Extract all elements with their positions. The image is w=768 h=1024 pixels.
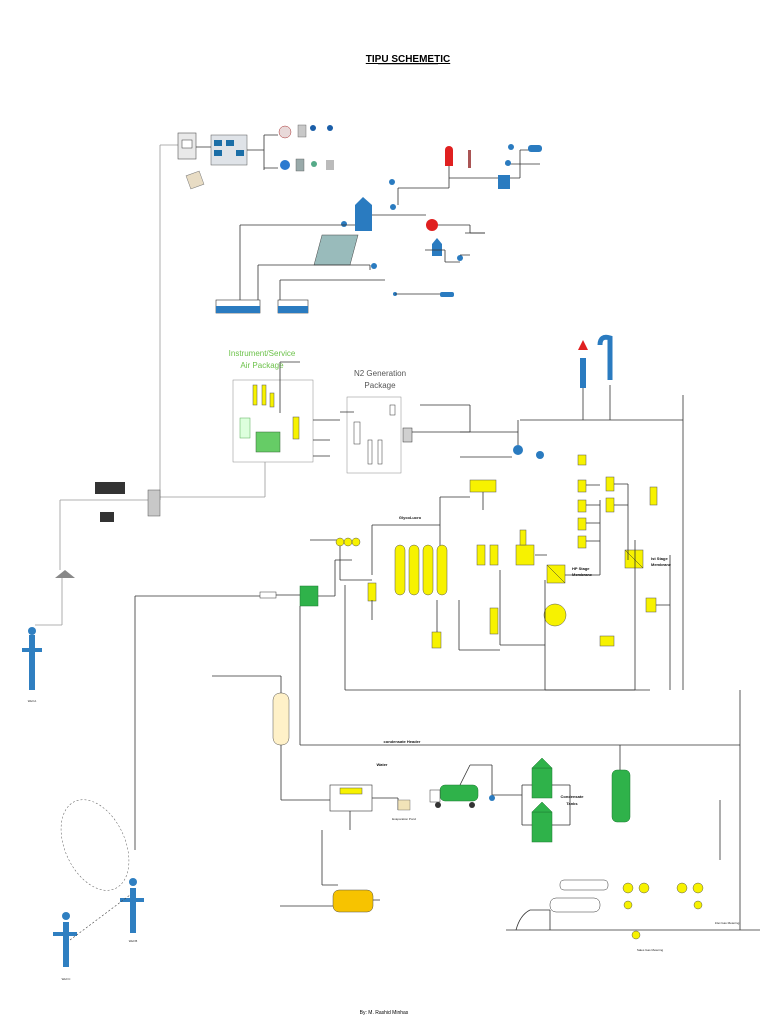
inlet-meter-label: Inlet Gas Metering — [715, 921, 740, 925]
gas-processing: GlycoLucro HP Stage Membrane Ist Stage M… — [134, 454, 672, 850]
glycol-label: GlycoLucro — [399, 515, 422, 520]
condensate-truck-icon — [439, 784, 479, 802]
metering-section: Sales Gas Metering Inlet Gas Metering — [506, 690, 760, 952]
wellheads: Well A Well B Well C — [22, 482, 161, 981]
well-c-label: Well C — [62, 977, 72, 981]
evap-pond-label: Evaporation Pond — [392, 817, 416, 821]
wellhead-b: Well B — [120, 878, 144, 943]
n2-generation-package: N2 Generation Package — [340, 369, 471, 474]
notebook-icon — [185, 170, 205, 190]
air-package-title: Instrument/Service — [229, 349, 296, 358]
condensate-drum-icon — [332, 889, 374, 913]
wellhead-c: Well C — [53, 912, 77, 981]
page-title: TIPU SCHEMETIC — [366, 54, 450, 65]
server-rack-icon — [147, 489, 161, 517]
inlet-separator-icon — [299, 585, 319, 607]
condensate-tank-2 — [531, 811, 553, 843]
condensate-header-label: condensate Header — [384, 739, 421, 744]
filter-bank-icon — [313, 234, 359, 266]
pump-icon — [426, 219, 438, 231]
hp-membrane-label-2: Membrane — [572, 572, 593, 577]
author-credit: By: M. Rashid Minhas — [360, 1010, 409, 1016]
n2-package-title: N2 Generation — [354, 369, 406, 378]
flowmeter-icon — [280, 160, 290, 170]
condensate-section: condensate Header Evaporation Pond Water… — [212, 606, 740, 913]
well-a-label: Well A — [28, 699, 36, 703]
storage-tank-icon — [355, 205, 372, 231]
wellhead-a: Well A — [22, 627, 42, 703]
glycol-column-1 — [394, 544, 406, 596]
condensate-tanks-label: Condensate — [561, 794, 585, 799]
air-compressor-icon — [255, 431, 281, 453]
condensate-tank-1 — [531, 767, 553, 799]
water-tank-green — [611, 769, 631, 823]
lp-membrane-label-2: Membrane — [651, 562, 672, 567]
top-water-section — [159, 124, 542, 500]
n2-package-subtitle: Package — [364, 381, 396, 390]
water-label: Water — [377, 762, 388, 767]
fire-hydrant-icon — [445, 150, 453, 166]
rtu-icon — [95, 482, 125, 494]
glycol-column-2 — [408, 544, 420, 596]
glycol-column-3 — [422, 544, 434, 596]
air-package-subtitle: Air Package — [240, 361, 284, 370]
instrument-air-package: Instrument/Service Air Package — [160, 349, 340, 498]
gas-blower-icon — [543, 603, 567, 627]
hp-membrane-label: HP Stage — [572, 566, 590, 571]
heater-icon — [469, 479, 497, 493]
water-tank-icon — [528, 145, 542, 152]
gauge-icon — [278, 125, 292, 139]
well-b-label: Well B — [129, 939, 138, 943]
slug-catcher-icon — [272, 692, 290, 746]
lp-membrane-label: Ist Stage — [651, 556, 668, 561]
glycol-column-4 — [436, 544, 448, 596]
flare-stack — [460, 334, 684, 690]
condensate-tanks-label-2: Tanks — [566, 801, 578, 806]
sales-meter-label: Sales Gas Metering — [637, 948, 664, 952]
